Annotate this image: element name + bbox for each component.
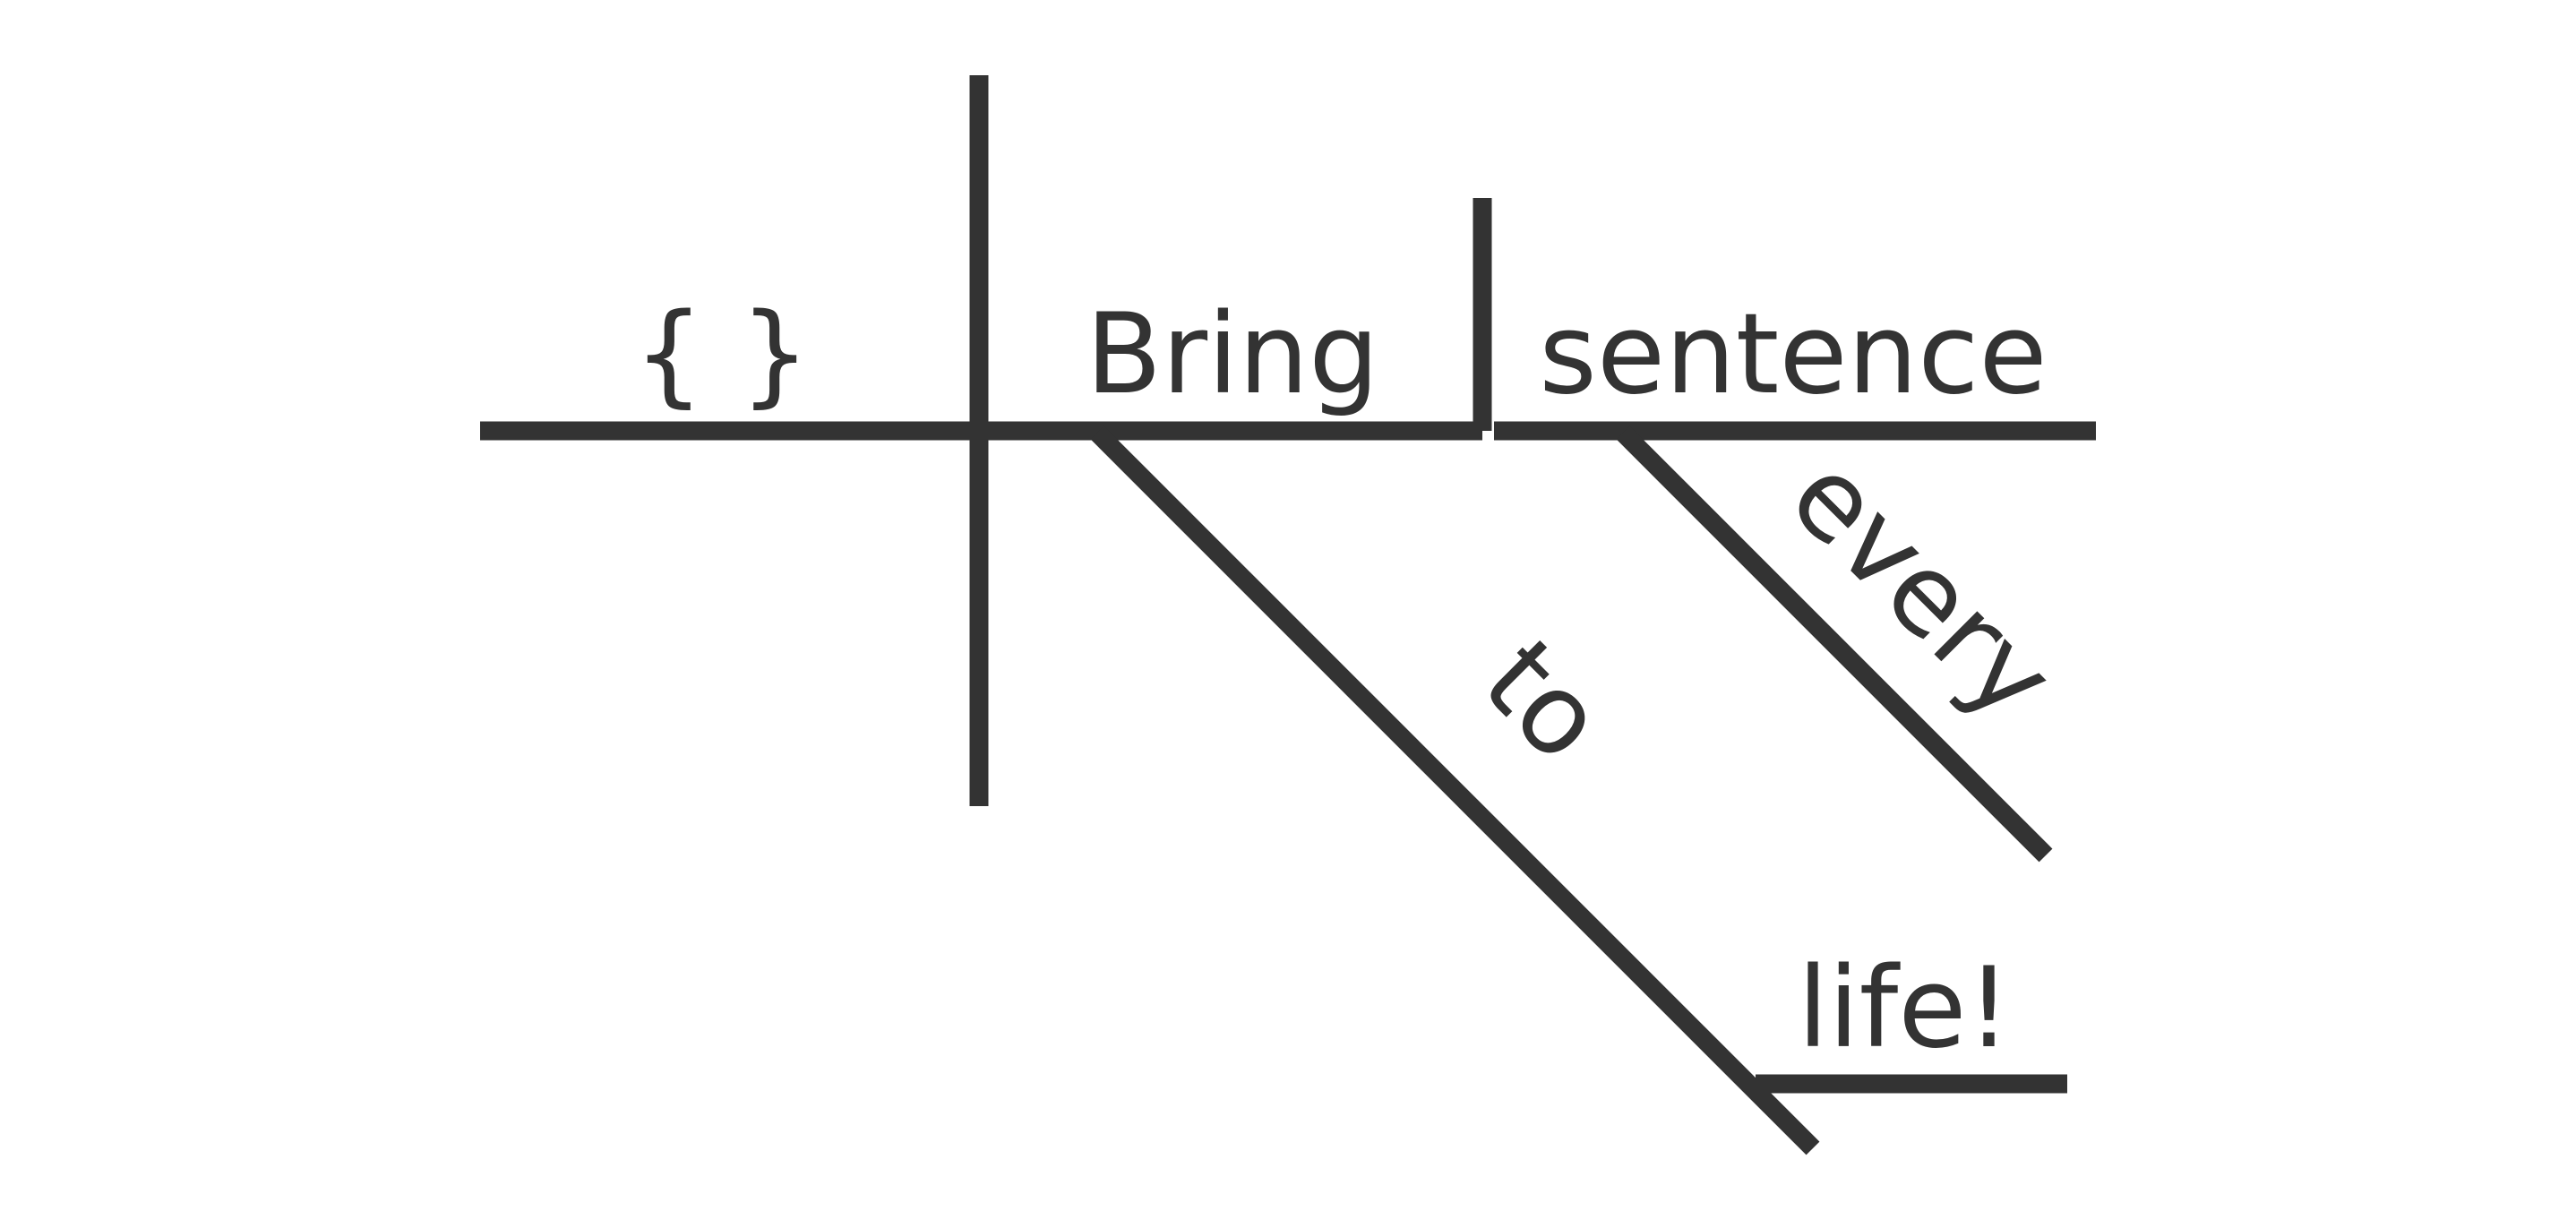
- object-modifier-slant: [1616, 425, 2053, 863]
- prepositional-object-word: life!: [1798, 944, 2012, 1073]
- verb-word: Bring: [1086, 290, 1379, 419]
- preposition-slant: [1090, 425, 1820, 1155]
- subject-word: { }: [633, 290, 810, 419]
- object-word: sentence: [1539, 290, 2047, 419]
- preposition-word: to: [1458, 616, 1628, 786]
- object-modifier-word: every: [1765, 432, 2078, 745]
